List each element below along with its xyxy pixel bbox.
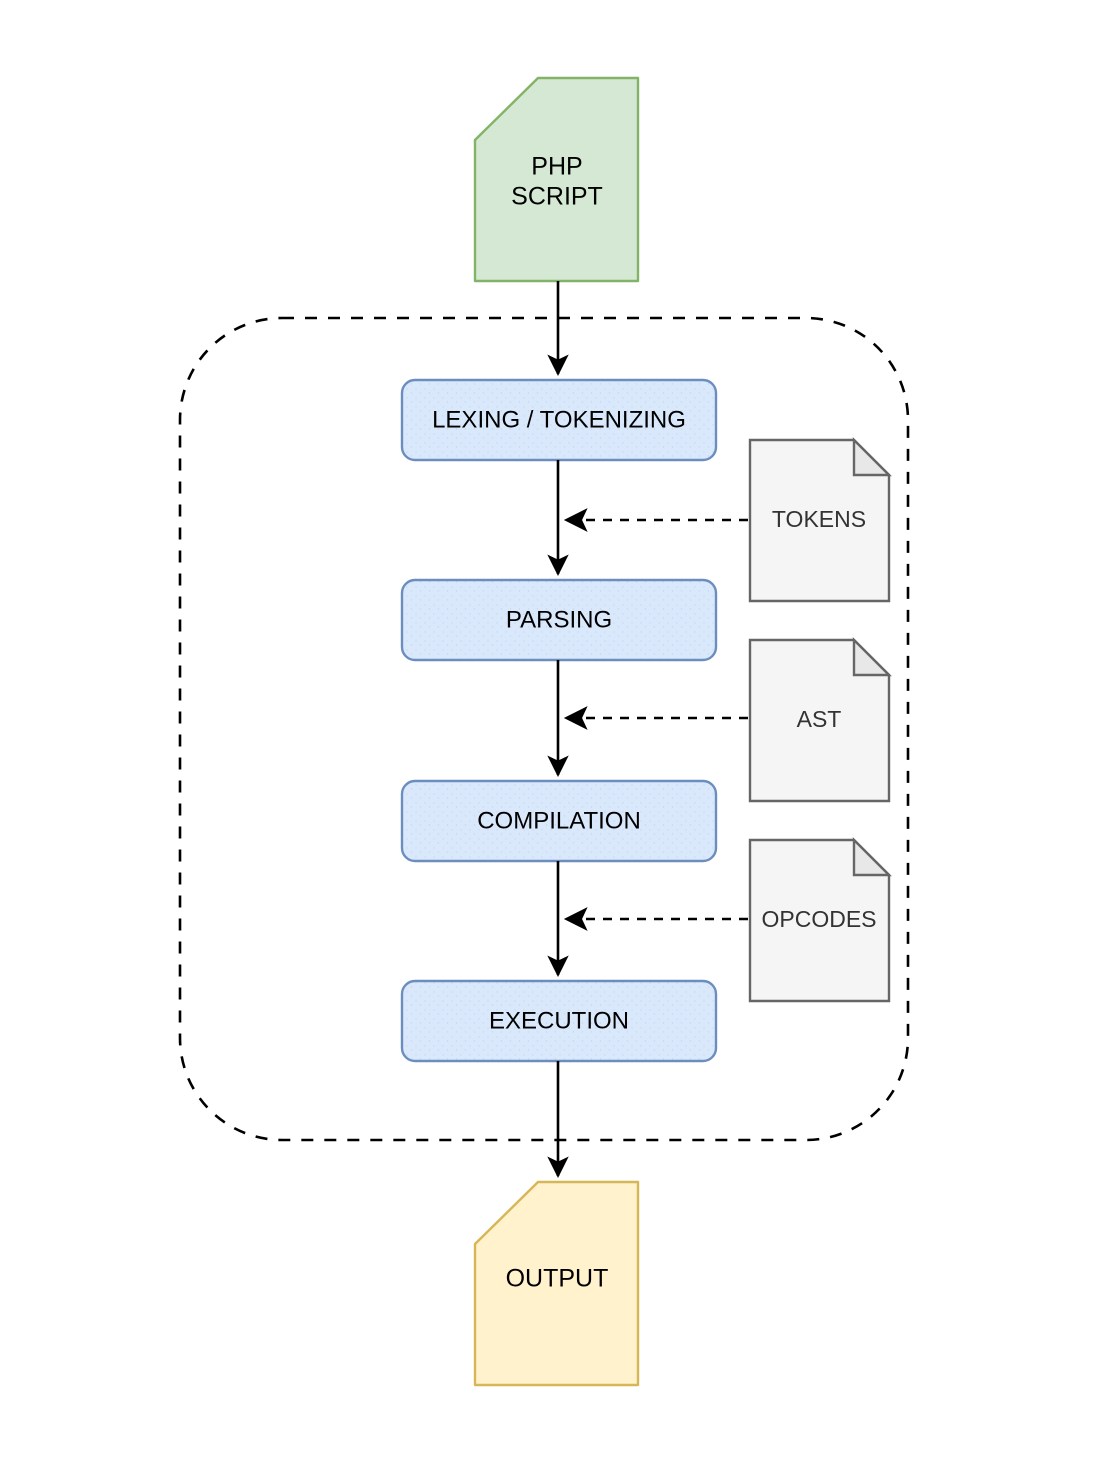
- artifact-ast-label: AST: [797, 706, 842, 732]
- artifact-opcodes-fold: [852, 837, 892, 877]
- stage-parsing-label: PARSING: [506, 606, 612, 633]
- php-script-shape: [473, 76, 640, 283]
- artifact-opcodes-label: OPCODES: [761, 906, 876, 932]
- php-script-label-line1: PHP: [531, 153, 582, 181]
- stage-execution-label: EXECUTION: [489, 1007, 629, 1034]
- php-engine-boundary: [178, 316, 910, 1142]
- output-shape: [473, 1180, 640, 1387]
- artifact-tokens-label: TOKENS: [772, 506, 866, 532]
- artifact-tokens-page: [748, 438, 891, 603]
- output-label: OUTPUT: [506, 1265, 609, 1293]
- artifact-opcodes-page: [748, 838, 891, 1003]
- artifact-ast: AST: [748, 637, 892, 803]
- artifact-tokens-fold: [852, 437, 892, 477]
- artifact-ast-page: [748, 638, 891, 803]
- artifact-opcodes: OPCODES: [748, 837, 892, 1003]
- stage-compilation-label: COMPILATION: [477, 807, 641, 834]
- stage-lexing-label: LEXING / TOKENIZING: [432, 406, 686, 433]
- php-script-label-line2: SCRIPT: [511, 183, 603, 211]
- artifact-ast-fold: [852, 637, 892, 677]
- artifact-tokens: TOKENS: [748, 437, 892, 603]
